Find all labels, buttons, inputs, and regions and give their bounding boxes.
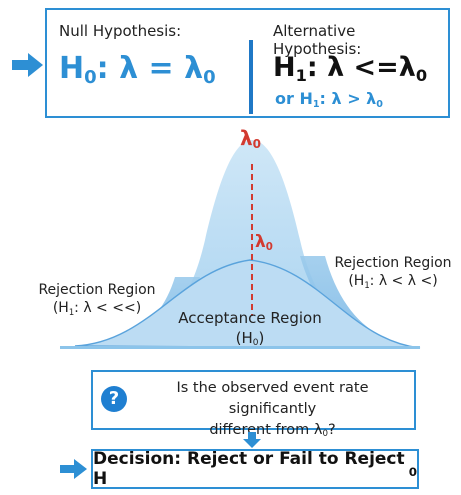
formula-mid: : λ = λ <box>96 51 204 86</box>
question-box: ? Is the observed event rate significant… <box>91 370 416 439</box>
formula-sub: 0 <box>84 67 97 89</box>
hypothesis-box: Null Hypothesis: H0: λ = λ0 Alternative … <box>45 8 450 118</box>
hypothesis-divider <box>249 40 253 114</box>
detail-rest: ) <box>258 328 265 347</box>
lambda-mid-label: λ0 <box>255 232 273 253</box>
q-rest: ? <box>327 422 336 439</box>
acceptance-label: Acceptance Region (H0) <box>175 309 325 348</box>
region-title: Acceptance Region <box>178 309 322 327</box>
region-title: Rejection Region <box>334 255 452 271</box>
formula-h: H <box>59 51 85 86</box>
detail-rest: : λ < <<) <box>74 300 142 317</box>
acceptance-region <box>74 259 421 349</box>
region-detail: (H1: λ < <<) <box>32 299 162 317</box>
formula-mid: : λ <=λ <box>306 52 416 83</box>
arrow-right-icon <box>60 459 87 479</box>
q-sub: 0 <box>322 429 328 440</box>
region-detail: (H0) <box>175 329 325 349</box>
lambda-peak-label: λ0 <box>240 126 262 152</box>
formula-sub2: 0 <box>203 67 216 89</box>
decision-sub: 0 <box>408 465 417 480</box>
baseline <box>60 346 420 349</box>
alternative-hypothesis-label: Alternative Hypothesis: <box>273 22 362 58</box>
arrow-down-icon <box>243 432 261 448</box>
detail-prefix: (H <box>235 328 253 347</box>
lambda-symbol: λ <box>240 126 253 150</box>
detail-prefix: (H <box>348 273 365 290</box>
detail-rest: : λ < λ <) <box>369 273 438 290</box>
region-title: Rejection Region <box>38 282 156 298</box>
alt-rest: : λ > λ <box>319 89 377 108</box>
question-line-1: Is the observed event rate significantly <box>176 380 369 418</box>
outer-bell-curve <box>60 140 420 348</box>
left-rejection-label: Rejection Region (H1: λ < <<) <box>32 281 162 317</box>
alt-sub: 1 <box>312 98 320 110</box>
region-detail: (H1: λ < λ <) <box>328 272 458 290</box>
lambda-symbol: λ <box>255 232 266 252</box>
question-icon: ? <box>101 386 127 412</box>
formula-sub2: 0 <box>415 65 428 85</box>
arrow-right-icon <box>12 53 43 77</box>
alt-prefix: or H <box>275 89 313 108</box>
formula-sub: 1 <box>295 65 307 85</box>
null-hypothesis-formula: H0: λ = λ0 <box>59 51 216 87</box>
distribution-curve-diagram <box>60 140 421 349</box>
alt-sub2: 0 <box>376 98 383 110</box>
question-text: Is the observed event rate significantly… <box>135 378 410 441</box>
formula-h: H <box>273 52 296 83</box>
detail-sub: 1 <box>364 279 370 290</box>
right-rejection-label: Rejection Region (H1: λ < λ <) <box>328 254 458 290</box>
q-prefix: different from λ <box>209 422 323 439</box>
alternative-hypothesis-formula: H1: λ <=λ0 <box>273 52 427 83</box>
decision-text: Decision: Reject or Fail to Reject H <box>93 449 405 489</box>
lambda-sub: 0 <box>265 241 273 253</box>
right-rejection-region <box>300 256 420 348</box>
null-hypothesis-label: Null Hypothesis: <box>59 22 182 40</box>
detail-sub: 1 <box>68 306 75 317</box>
question-line-2: different from λ0? <box>135 420 410 441</box>
detail-prefix: (H <box>52 300 69 317</box>
lambda-sub: 0 <box>252 137 262 152</box>
detail-sub: 0 <box>252 338 259 349</box>
alternative-hypothesis-or: or H1: λ > λ0 <box>275 89 383 110</box>
